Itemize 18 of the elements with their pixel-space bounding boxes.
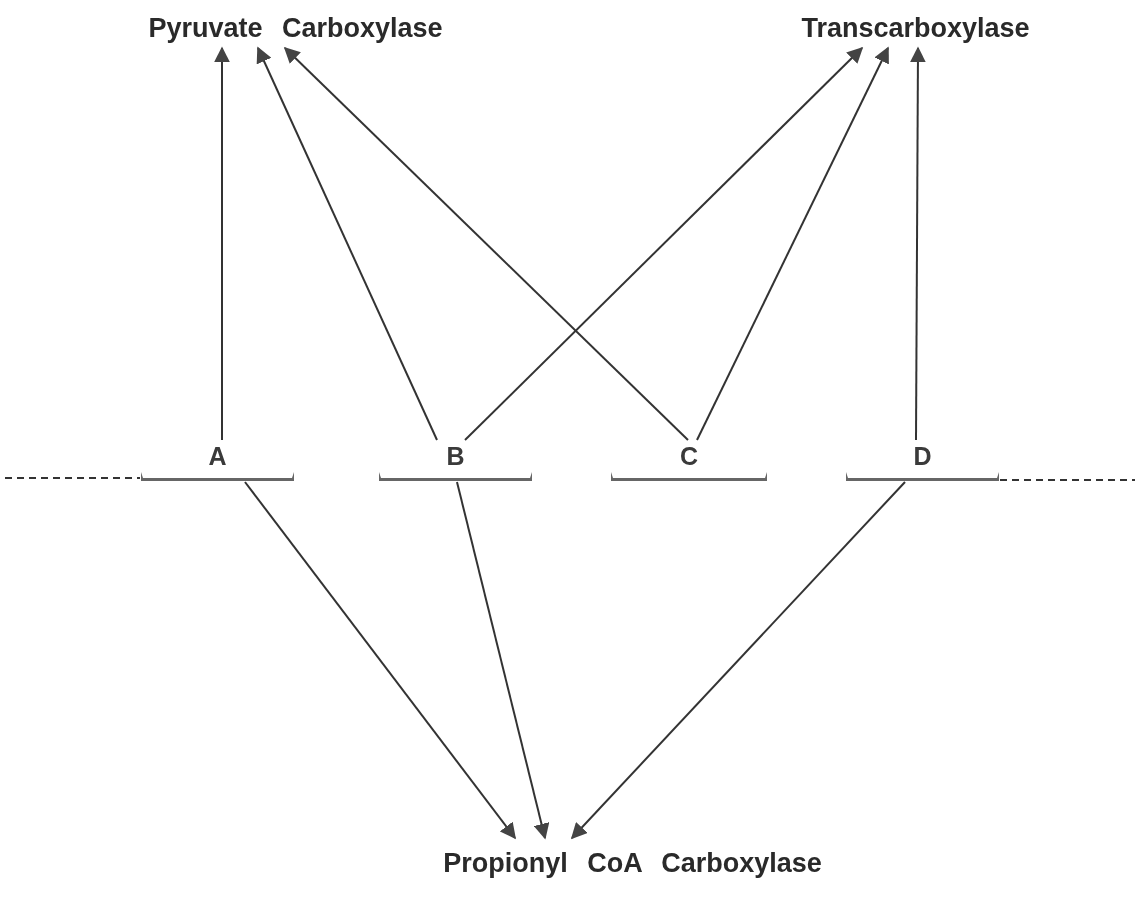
arrow — [464, 46, 864, 441]
dashed-line — [999, 479, 1136, 481]
segment-letter: B — [445, 442, 466, 471]
arrow — [244, 481, 516, 840]
enzyme-label: Transcarboxylase — [800, 12, 1031, 45]
segment-letter: C — [678, 442, 700, 471]
arrow — [909, 46, 926, 441]
dashed-line — [4, 477, 141, 479]
arrow — [214, 46, 230, 441]
arrow — [570, 481, 906, 840]
arrow — [283, 46, 689, 441]
arrow — [456, 481, 550, 840]
enzyme-label: Propionyl CoA Carboxylase — [442, 847, 823, 880]
arrow — [696, 46, 889, 441]
enzyme-label: Pyruvate Carboxylase — [147, 12, 444, 45]
arrow — [256, 46, 438, 441]
segment-letter: D — [912, 442, 933, 471]
segment-letter: A — [207, 442, 228, 471]
